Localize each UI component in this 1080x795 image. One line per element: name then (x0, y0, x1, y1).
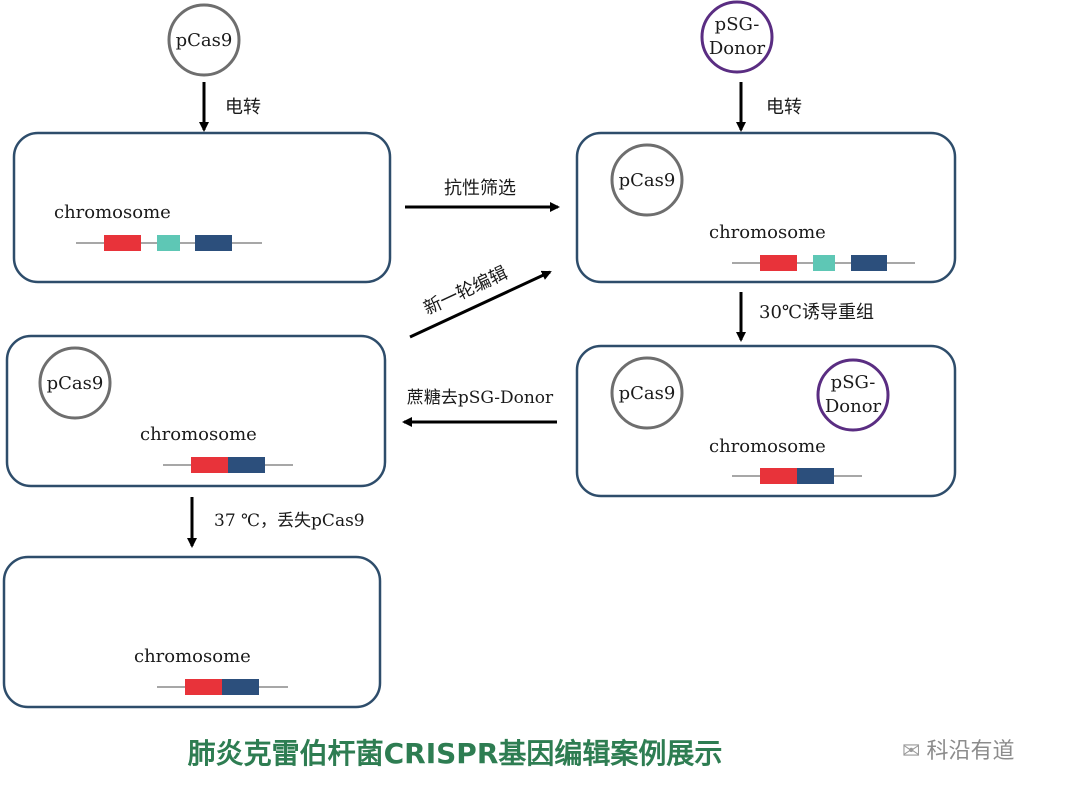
segment-red (760, 468, 797, 484)
plasmid-psg-donor-label-line2: Donor (709, 38, 766, 59)
chromosome-edited (163, 457, 293, 473)
wechat-icon: ✉ (902, 739, 921, 764)
plasmid-pcas9-label: pCas9 (619, 170, 676, 191)
cell-final: chromosome (2, 555, 382, 709)
plasmid-psg-donor-top: pSG- Donor (700, 0, 774, 74)
plasmid-psg-donor-label-line1: pSG- (831, 372, 876, 393)
chromosome-label: chromosome (709, 436, 826, 457)
cell-initial: chromosome (12, 131, 392, 284)
segment-red (185, 679, 222, 695)
step-electro-1: 电转 (225, 97, 261, 118)
plasmid-pcas9-top: pCas9 (167, 3, 241, 77)
plasmid-pcas9-label: pCas9 (47, 373, 104, 394)
step-antibiotic-selection: 抗性筛选 (444, 178, 516, 199)
step-induce-recombination: 30℃诱导重组 (759, 302, 874, 323)
plasmid-psg-donor-label-line1: pSG- (715, 14, 760, 35)
cell-with-pcas9: pCas9 chromosome (575, 131, 957, 284)
segment-teal (157, 235, 180, 251)
segment-red (104, 235, 141, 251)
segment-navy (222, 679, 259, 695)
figure-caption: 肺炎克雷伯杆菌CRISPR基因编辑案例展示 (187, 737, 723, 770)
chromosome-edited (732, 468, 862, 484)
chromosome-wildtype (732, 255, 915, 271)
watermark: ✉科沿有道 (902, 733, 1014, 765)
step-electro-2: 电转 (766, 97, 802, 118)
step-sucrose-remove-donor: 蔗糖去pSG-Donor (407, 388, 554, 408)
arrow-new-round-editing (409, 270, 552, 339)
chromosome-edited (157, 679, 288, 695)
segment-teal (813, 255, 835, 271)
plasmid-pcas9-label: pCas9 (619, 383, 676, 404)
cell-donor-removed: pCas9 chromosome (5, 334, 387, 488)
step-lose-pcas9: 37 ℃，丢失pCas9 (214, 511, 365, 531)
segment-navy (228, 457, 265, 473)
segment-red (760, 255, 797, 271)
segment-navy (195, 235, 232, 251)
segment-navy (851, 255, 887, 271)
chromosome-label: chromosome (134, 646, 251, 667)
plasmid-pcas9-label: pCas9 (176, 30, 233, 51)
segment-red (191, 457, 228, 473)
watermark-text: 科沿有道 (926, 739, 1015, 764)
chromosome-label: chromosome (709, 222, 826, 243)
chromosome-wildtype (76, 235, 262, 251)
plasmid-psg-donor-label-line2: Donor (825, 396, 882, 417)
chromosome-label: chromosome (140, 424, 257, 445)
chromosome-label: chromosome (54, 202, 171, 223)
segment-navy (797, 468, 834, 484)
cell-recombined: pCas9 pSG- Donor chromosome (575, 344, 957, 498)
